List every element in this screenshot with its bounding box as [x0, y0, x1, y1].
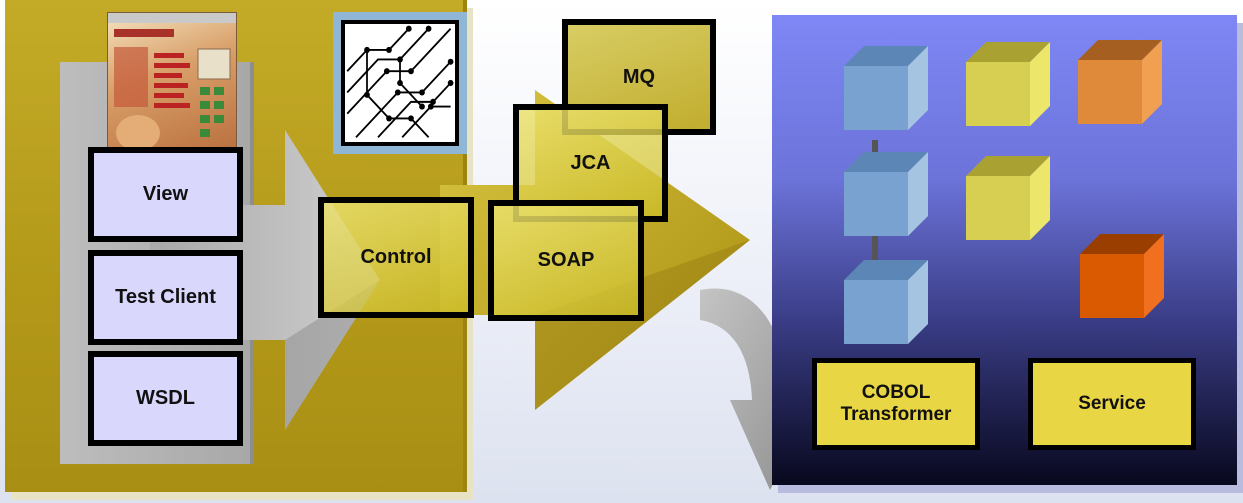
- blue-cube-3: [844, 260, 928, 344]
- service-box: Service: [1028, 358, 1196, 450]
- web-page-thumbnail: [107, 12, 237, 164]
- wsdl-box: WSDL: [88, 351, 243, 446]
- control-box: Control: [318, 197, 474, 318]
- orange-cube-1: [1078, 40, 1162, 124]
- soap-box: SOAP: [488, 200, 644, 321]
- blue-cube-1: [844, 46, 928, 130]
- cobol-transformer-box: COBOL Transformer: [812, 358, 980, 450]
- circuit-diagram-icon: [333, 12, 467, 154]
- yellow-cube-2: [966, 156, 1050, 240]
- blue-cube-2: [844, 152, 928, 236]
- test-client-box: Test Client: [88, 250, 243, 345]
- view-box: View: [88, 147, 243, 242]
- yellow-cube-1: [966, 42, 1050, 126]
- orange-cube-2: [1080, 234, 1164, 318]
